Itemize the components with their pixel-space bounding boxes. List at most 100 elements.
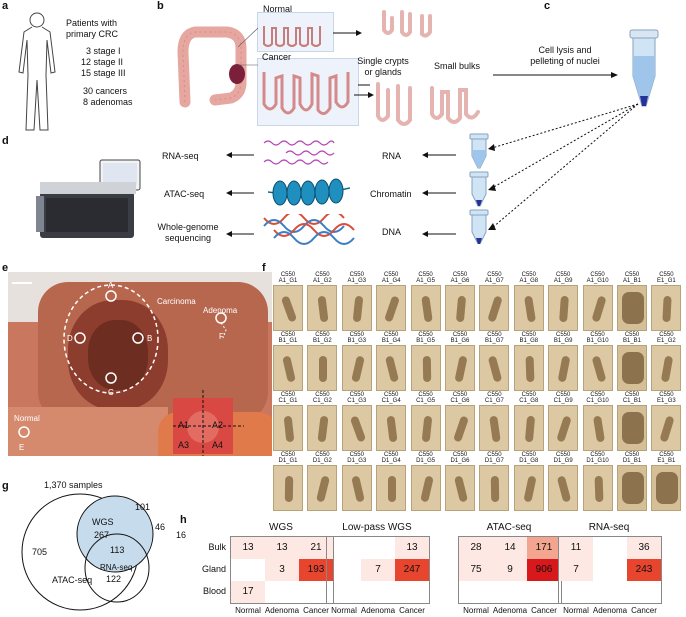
crypt-shape	[594, 475, 604, 503]
crypt-image-label: C550 B1_G8	[513, 332, 544, 344]
crypt-shape	[316, 475, 331, 503]
crypt-shape	[350, 355, 365, 383]
crypt-image	[651, 285, 682, 331]
heatmap-cell: 243	[627, 559, 661, 581]
heatmap-cell: 13	[395, 537, 429, 559]
heatmap-column-label: Adenoma	[592, 606, 628, 615]
venn-wgs-label: WGS	[92, 517, 114, 527]
crypt-image-label: C550 A1_G5	[410, 272, 441, 284]
crypt-image-label: C550 B1_G5	[410, 332, 441, 344]
heatmap-cell: 17	[231, 581, 265, 603]
crypt-image-label: C550 E1_G3	[651, 392, 682, 404]
venn-16: 16	[176, 530, 187, 540]
arrow-to-single-crypts	[354, 92, 374, 98]
crypt-image-label: C550 D1_G4	[376, 452, 407, 464]
single-crypts-normal-icon	[382, 10, 432, 38]
heatmap-column-label: Cancer	[399, 606, 425, 615]
panel-label-h: h	[180, 514, 187, 526]
crypt-image-label: C550 C1_G7	[479, 392, 510, 404]
crypt-image-tile: C550 D1_G10	[582, 452, 613, 512]
crypt-shape	[556, 415, 573, 443]
crypt-image	[513, 345, 544, 391]
heatmap-frame	[230, 536, 334, 604]
heatmap-column-label: Normal	[563, 606, 589, 615]
crypt-image-tile: C550 C1_G9	[548, 392, 579, 452]
heatmap-column-label: Normal	[331, 606, 357, 615]
crypt-shape	[590, 295, 607, 323]
venn-705: 705	[32, 547, 48, 557]
crypt-image-label: C550 A1_B1	[617, 272, 647, 284]
crypt-image-tile: C550 B1_G2	[307, 332, 338, 392]
single-crypts-cancer-icon	[376, 82, 480, 126]
crypt-image	[479, 285, 510, 331]
crypt-shape	[489, 415, 502, 443]
crypt-shape	[317, 295, 329, 323]
rnaseq-output: RNA-seq	[162, 151, 199, 161]
heatmap-cell: 13	[231, 537, 265, 559]
crypt-image-tile: C550 A1_G4	[376, 272, 407, 332]
crypt-shape	[524, 415, 535, 443]
crypt-image-label: C550 A1_G8	[513, 272, 544, 284]
tissue-annotations	[18, 284, 244, 456]
heatmap-cell	[493, 581, 527, 603]
crypt-shape	[385, 355, 400, 383]
venn-diagram	[21, 493, 154, 611]
panel-label-c: c	[544, 0, 551, 12]
crypt-image-label: C550 B1_B1	[617, 332, 647, 344]
small-bulks-label: Small bulks	[434, 61, 481, 71]
crypt-image	[513, 405, 544, 451]
venn-rnaseq-label: RNA-seq	[100, 563, 133, 572]
small-tubes-icon	[469, 133, 489, 244]
crypt-shape	[622, 412, 644, 444]
crypt-shape	[350, 475, 365, 503]
crypt-image-label: C550 C1_G6	[445, 392, 475, 404]
crypt-image-label: C550 C1_G4	[376, 392, 407, 404]
crypt-image	[651, 465, 682, 511]
heatmap-cell	[459, 581, 493, 603]
crypt-image-tile: C550 E1_G1	[651, 272, 682, 332]
single-crypts-label-1: Single crypts	[357, 56, 409, 66]
crypt-image-tile: C550 D1_G6	[445, 452, 475, 512]
crypt-shape	[455, 295, 467, 323]
crypt-shape	[557, 355, 571, 383]
heatmap-column-label: Adenoma	[360, 606, 396, 615]
point-c: C	[108, 388, 114, 397]
crypt-image-label: C550 B1_G7	[479, 332, 510, 344]
crypt-image-tile: C550 B1_G8	[513, 332, 544, 392]
patients-title-2: primary CRC	[66, 29, 119, 39]
heatmap-column-label: Normal	[463, 606, 489, 615]
human-silhouette-icon	[18, 12, 56, 131]
crypt-image-label: C550 B1_G4	[376, 332, 407, 344]
crypt-image	[273, 465, 303, 511]
crypt-shape	[592, 415, 605, 443]
panel-label-a: a	[2, 0, 9, 12]
crypt-image-label: C550 D1_G3	[341, 452, 372, 464]
crypt-image	[273, 405, 303, 451]
crypt-image	[548, 405, 579, 451]
crypt-image-tile: C550 B1_G9	[548, 332, 579, 392]
carcinoma-label: Carcinoma	[157, 297, 196, 306]
heatmap-cell	[593, 581, 627, 603]
atacseq-output: ATAC-seq	[164, 189, 205, 199]
venn-122: 122	[106, 574, 122, 584]
samples-total: 1,370 samples	[44, 480, 103, 490]
crypt-image-tile: C550 C1_B1	[617, 392, 647, 452]
point-a: A	[108, 281, 114, 290]
dashed-arrows	[488, 103, 639, 230]
wgs-output-1: Whole-genome	[157, 222, 219, 232]
crypt-shape	[556, 475, 572, 503]
crypt-shape	[662, 295, 673, 323]
crypt-image-tile: C550 E1_G2	[651, 332, 682, 392]
crypt-image-tile: C550 A1_G8	[513, 272, 544, 332]
scale-bar	[12, 282, 32, 284]
heatmap-cell	[231, 559, 265, 581]
crypt-image	[548, 285, 579, 331]
crypt-image-tile: C550 A1_G6	[445, 272, 475, 332]
crypt-shape	[525, 355, 535, 383]
heatmap-cell: 7	[559, 559, 593, 581]
heatmap-column-label: Adenoma	[264, 606, 300, 615]
lysis-label-1: Cell lysis and	[538, 45, 592, 55]
heatmap-cell	[327, 559, 361, 581]
crypt-image	[341, 465, 372, 511]
crypt-image-label: C550 D1_B1	[617, 452, 647, 464]
